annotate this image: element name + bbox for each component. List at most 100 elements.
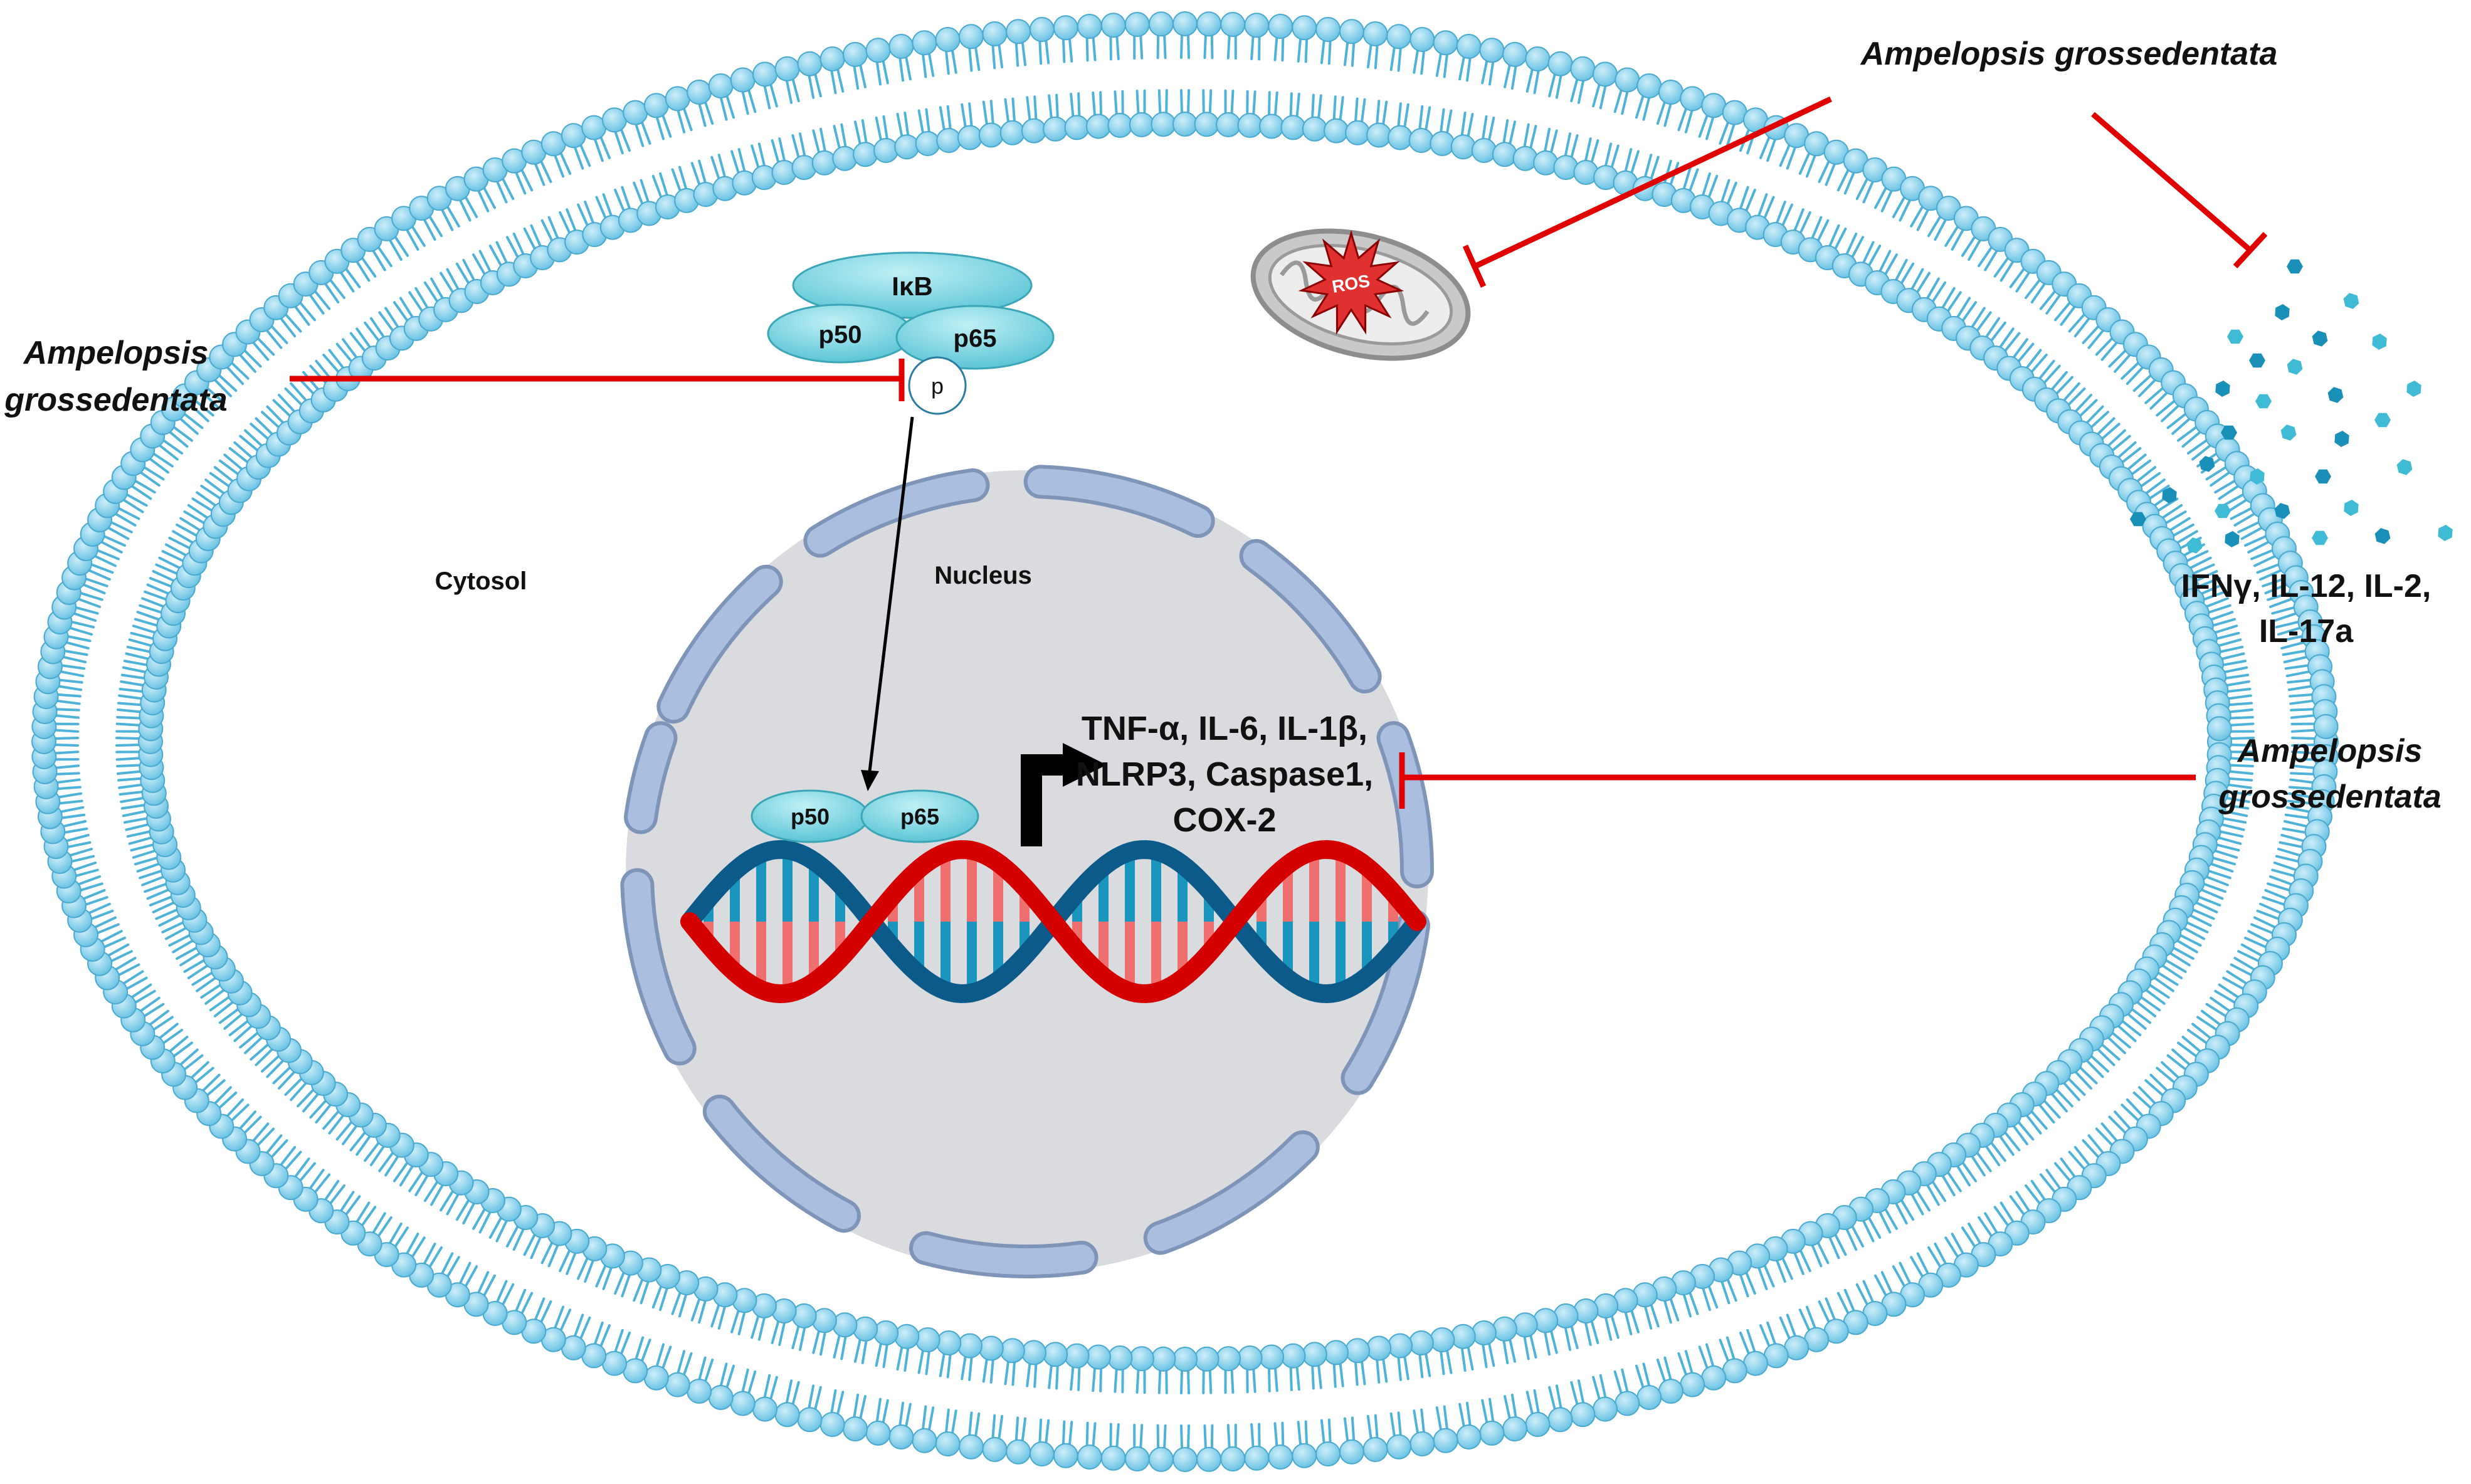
lipid-head (958, 24, 984, 50)
lipid-head (912, 30, 937, 56)
lipid-head (708, 1385, 734, 1411)
lipid-head (978, 1335, 1004, 1361)
cytokine-dot (2438, 525, 2453, 541)
cytokine-dot (2315, 469, 2331, 484)
lipid-head (1388, 125, 1413, 150)
lipid-head (1408, 1330, 1434, 1355)
cytokine-dot (2255, 394, 2272, 409)
phospho-label: p (931, 373, 944, 399)
lipid-head (1450, 1323, 1476, 1349)
lipid-head (1315, 1441, 1341, 1466)
lipid-head (888, 33, 914, 59)
cytokine-dot (2374, 528, 2391, 544)
inhibition-left (290, 359, 905, 401)
cytokine-dot (2396, 459, 2413, 475)
lipid-head (811, 150, 837, 176)
lipid-head (1172, 1447, 1198, 1472)
nfkb-dimer-nuclear: p50 p65 (751, 789, 979, 843)
cytokine-dot (2372, 334, 2387, 350)
lipid-head (1492, 142, 1517, 167)
lipid-head (1077, 1444, 1102, 1470)
lipid-head (1315, 17, 1341, 43)
lipid-head (774, 56, 800, 82)
lipid-head (1502, 1416, 1528, 1442)
lipid-head (842, 41, 868, 67)
cytokine-dot (2215, 381, 2230, 397)
lipid-head (1100, 1445, 1126, 1471)
lipid-head (1302, 116, 1327, 142)
cytokine-dot (2221, 425, 2237, 440)
lipid-head (1216, 112, 1241, 137)
translocation-arrow (861, 416, 914, 791)
lipid-head (1021, 1340, 1046, 1366)
lipid-head (1386, 1434, 1412, 1460)
lipid-head (832, 1312, 858, 1338)
cytokine-dot (2344, 500, 2359, 516)
lipid-head (1194, 1346, 1220, 1372)
ros-burst: ROS (1298, 229, 1404, 335)
lipid-head (1722, 1358, 1747, 1384)
lipid-head (999, 1338, 1025, 1364)
lipid-head (1345, 1338, 1371, 1364)
cytokine-dot (2312, 330, 2328, 347)
gene-list-line2: NLRP3, Caspase1, (1076, 755, 1373, 793)
nuclear-pore-segment (624, 871, 693, 1062)
ampelopsis-label-left-1: Ampelopsis (23, 335, 209, 371)
nuclear-envelope-pores (620, 465, 1434, 1278)
lipid-head (1292, 1443, 1317, 1468)
lipid-head (1107, 1345, 1133, 1371)
nucleus-body (626, 470, 1428, 1273)
lipid-head (894, 1323, 920, 1349)
lipid-head (623, 100, 648, 125)
cytokine-dot (2227, 329, 2243, 344)
lipid-head (865, 1420, 891, 1446)
cytokine-dot (2186, 537, 2203, 554)
cytosol-label: Cytosol (435, 567, 527, 595)
lipid-head (1129, 112, 1154, 137)
lipid-head (1172, 1347, 1198, 1372)
lipid-head (1388, 1333, 1413, 1359)
ikb-label: IκB (892, 271, 932, 301)
lipid-head (1043, 1342, 1068, 1367)
cytokine-dot (2343, 293, 2359, 309)
lipid-head (1151, 1346, 1176, 1372)
lipid-head (1366, 122, 1392, 148)
p65-protein-bottom (860, 789, 979, 843)
lipid-head (1129, 1346, 1154, 1372)
lipid-head (1450, 134, 1476, 160)
nuclear-pore-segment (660, 568, 779, 720)
inhibition-cytokines (2091, 112, 2268, 269)
lipid-head (1658, 79, 1683, 105)
lipid-head (752, 1396, 778, 1422)
p65-label-bottom: p65 (900, 804, 939, 829)
lipid-head (1547, 51, 1573, 76)
lipid-head (1077, 14, 1102, 39)
lipid-head (1533, 1308, 1559, 1334)
lipid-head (1216, 1346, 1241, 1372)
lipid-head (1021, 118, 1046, 144)
lipid-head (978, 122, 1004, 148)
lipid-head (936, 128, 962, 154)
inhibition-genes (1399, 752, 2196, 809)
nuclear-pore-segment (913, 1234, 1095, 1275)
lipid-head (1324, 118, 1349, 144)
lipid-head (1124, 12, 1150, 38)
lipid-head (894, 134, 920, 160)
lipid-head (1615, 1391, 1640, 1416)
lipid-head (1172, 11, 1198, 36)
nuclear-pore-segment (1380, 725, 1430, 885)
lipid-head (1292, 15, 1317, 41)
cytokine-dot (2406, 381, 2421, 397)
lipid-head (935, 1431, 961, 1456)
lipid-head (1006, 19, 1031, 45)
lipid-head (1259, 113, 1285, 139)
lipid-head (1194, 112, 1220, 137)
lipid-head (1220, 12, 1246, 38)
lipid-head (888, 1424, 914, 1450)
lipid-head (957, 1333, 983, 1359)
lipid-head (1433, 1428, 1458, 1453)
lipid-head (1502, 41, 1528, 67)
lipid-head (797, 51, 823, 76)
lipid-head (797, 1407, 823, 1433)
